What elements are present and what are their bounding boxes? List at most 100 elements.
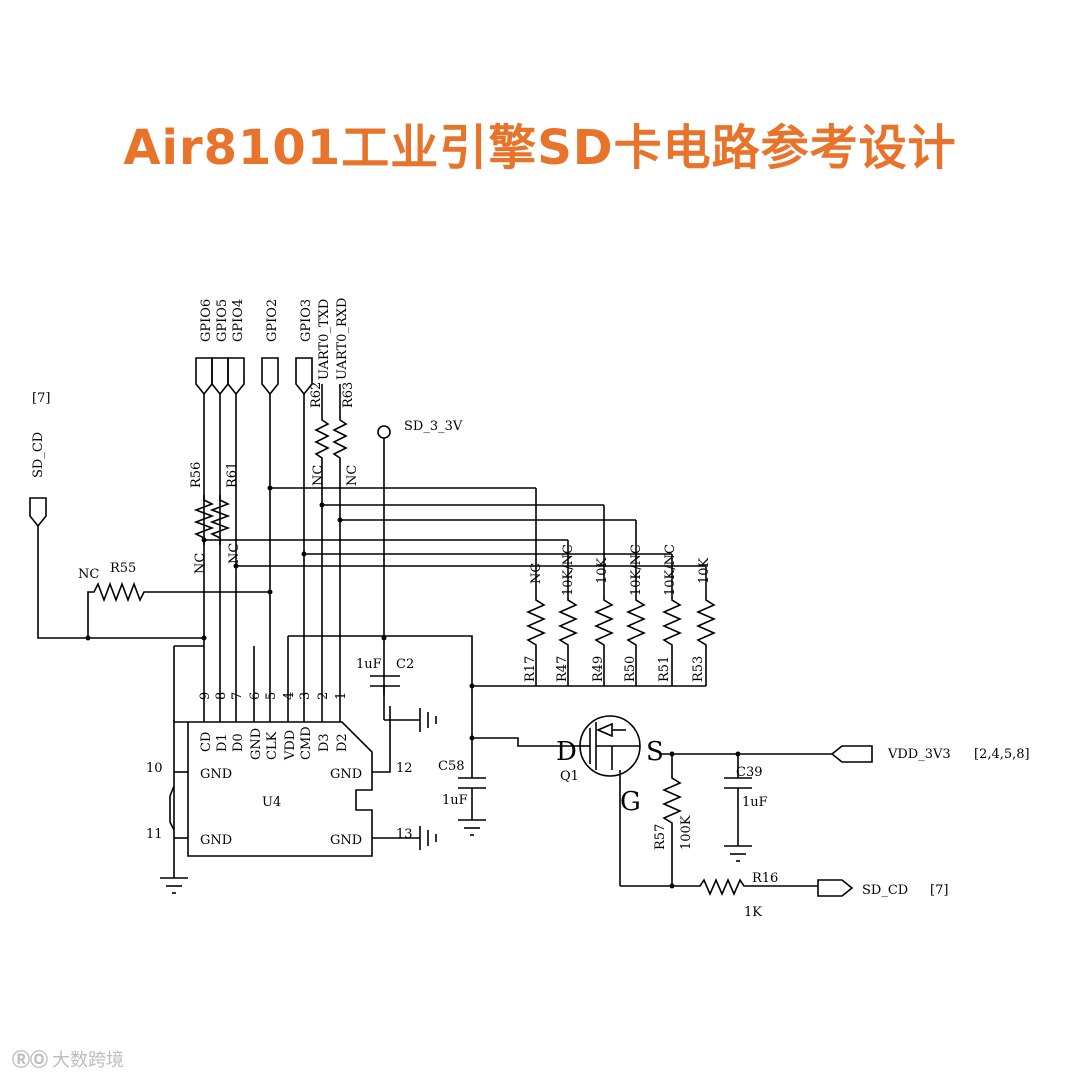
resistor-r63: R63 NC xyxy=(332,382,360,695)
svg-text:R56: R56 xyxy=(189,462,204,488)
svg-text:10: 10 xyxy=(146,761,163,776)
svg-text:1K: 1K xyxy=(744,905,762,920)
capacitor-c2: C2 1uF xyxy=(356,635,437,732)
svg-text:10K/NC: 10K/NC xyxy=(561,544,576,596)
svg-text:GND: GND xyxy=(200,833,232,848)
svg-text:SD_3_3V: SD_3_3V xyxy=(404,419,463,434)
connector-vdd-3v3: VDD_3V3 [2,4,5,8] xyxy=(660,745,1030,763)
pullup-bus xyxy=(201,485,707,596)
page-title: Air8101工业引擎SD卡电路参考设计 xyxy=(123,120,957,176)
svg-text:NC: NC xyxy=(193,553,208,574)
svg-text:10K/NC: 10K/NC xyxy=(629,544,644,596)
svg-text:100K: 100K xyxy=(679,815,694,850)
svg-text:1uF: 1uF xyxy=(356,657,382,672)
svg-text:R53: R53 xyxy=(691,656,706,682)
svg-text:D: D xyxy=(556,737,577,767)
svg-text:6: 6 xyxy=(248,692,263,700)
connector-sd-cd-right: SD_CD [7] xyxy=(817,879,948,898)
svg-text:C2: C2 xyxy=(396,657,414,672)
svg-text:8: 8 xyxy=(214,692,229,700)
svg-text:C39: C39 xyxy=(736,765,763,780)
net-label-uart-txd: UART0_TXD xyxy=(317,299,332,380)
svg-text:R47: R47 xyxy=(555,656,570,682)
resistor-r51: 10K/NC R51 xyxy=(657,544,682,686)
svg-text:D3: D3 xyxy=(317,733,332,752)
svg-text:D1: D1 xyxy=(215,733,230,752)
svg-text:CD: CD xyxy=(199,732,214,752)
svg-text:GND: GND xyxy=(330,833,362,848)
svg-text:NC: NC xyxy=(227,543,242,564)
svg-text:U4: U4 xyxy=(262,795,281,810)
net-label-uart-rxd: UART0_RXD xyxy=(335,298,350,380)
resistor-r16: R16 1K xyxy=(620,871,818,920)
svg-text:5: 5 xyxy=(264,692,279,700)
net-label-gpio3: GPIO3 xyxy=(299,299,314,342)
resistor-r49: 10K R49 xyxy=(591,557,614,686)
svg-text:VDD_3V3: VDD_3V3 xyxy=(887,747,951,762)
svg-text:G: G xyxy=(620,787,641,817)
svg-text:[7]: [7] xyxy=(930,883,948,898)
svg-text:NC: NC xyxy=(311,465,326,486)
u4-sd-socket: 9 8 7 6 5 4 3 2 1 CD D1 D0 GND CLK VDD C… xyxy=(146,635,473,894)
svg-text:1uF: 1uF xyxy=(442,793,468,808)
svg-text:3: 3 xyxy=(298,692,313,700)
resistor-r17: NC R17 xyxy=(523,563,546,686)
svg-text:R63: R63 xyxy=(341,382,356,408)
svg-text:R16: R16 xyxy=(752,871,778,886)
net-label-gpio5: GPIO5 xyxy=(215,299,230,342)
capacitor-c39: C39 1uF xyxy=(724,754,768,862)
svg-text:Q1: Q1 xyxy=(560,769,579,784)
resistor-r47: 10K/NC R47 xyxy=(555,544,578,686)
svg-text:[7]: [7] xyxy=(32,391,50,406)
svg-text:1: 1 xyxy=(334,692,349,700)
svg-text:7: 7 xyxy=(230,692,245,700)
svg-text:NC: NC xyxy=(345,465,360,486)
resistor-r57: R57 100K xyxy=(653,754,694,886)
svg-text:12: 12 xyxy=(396,761,413,776)
net-label-gpio6: GPIO6 xyxy=(199,299,214,342)
svg-text:4: 4 xyxy=(282,692,297,700)
svg-text:D2: D2 xyxy=(335,733,350,752)
capacitor-c58: C58 1uF xyxy=(438,683,486,836)
svg-text:R50: R50 xyxy=(623,656,638,682)
svg-text:NC: NC xyxy=(529,563,544,584)
svg-text:R57: R57 xyxy=(653,824,668,850)
connector-uart-rxd: UART0_RXD xyxy=(335,298,350,412)
svg-text:GND: GND xyxy=(200,767,232,782)
connector-sd-cd-left: [7] SD_CD xyxy=(29,391,204,639)
svg-text:11: 11 xyxy=(146,827,163,842)
svg-text:R55: R55 xyxy=(110,561,136,576)
svg-text:10K/NC: 10K/NC xyxy=(663,544,678,596)
svg-text:R62: R62 xyxy=(309,382,324,408)
resistor-r62: R62 NC xyxy=(309,382,330,695)
svg-text:[2,4,5,8]: [2,4,5,8] xyxy=(974,747,1030,762)
svg-text:R17: R17 xyxy=(523,656,538,682)
watermark-logo-icon: ⓇⓄ xyxy=(12,1050,48,1071)
svg-text:GND: GND xyxy=(249,728,264,760)
watermark-text: 大数跨境 xyxy=(52,1050,124,1071)
svg-text:9: 9 xyxy=(198,692,213,700)
resistor-r55: R55 NC xyxy=(78,561,273,641)
mosfet-q1: D S G Q1 xyxy=(472,715,664,886)
connector-gpio3: GPIO3 xyxy=(295,299,314,695)
svg-text:CLK: CLK xyxy=(265,731,280,760)
resistor-r53: 10K R53 xyxy=(691,557,716,686)
svg-text:VDD: VDD xyxy=(283,730,298,761)
svg-text:10K: 10K xyxy=(595,557,610,584)
connector-gpio2: GPIO2 xyxy=(261,299,280,695)
svg-text:S: S xyxy=(646,737,664,767)
resistor-r50: 10K/NC R50 xyxy=(623,544,646,686)
resistor-r61: R61 NC xyxy=(209,462,242,564)
svg-text:R49: R49 xyxy=(591,656,606,682)
svg-text:CMD: CMD xyxy=(299,726,314,760)
svg-text:1uF: 1uF xyxy=(742,795,768,810)
net-label-gpio2: GPIO2 xyxy=(265,299,280,342)
svg-text:SD_CD: SD_CD xyxy=(31,432,46,478)
svg-text:SD_CD: SD_CD xyxy=(862,883,908,898)
net-label-gpio4: GPIO4 xyxy=(231,299,246,342)
svg-text:NC: NC xyxy=(78,567,99,582)
svg-text:GND: GND xyxy=(330,767,362,782)
svg-text:R51: R51 xyxy=(657,656,672,682)
